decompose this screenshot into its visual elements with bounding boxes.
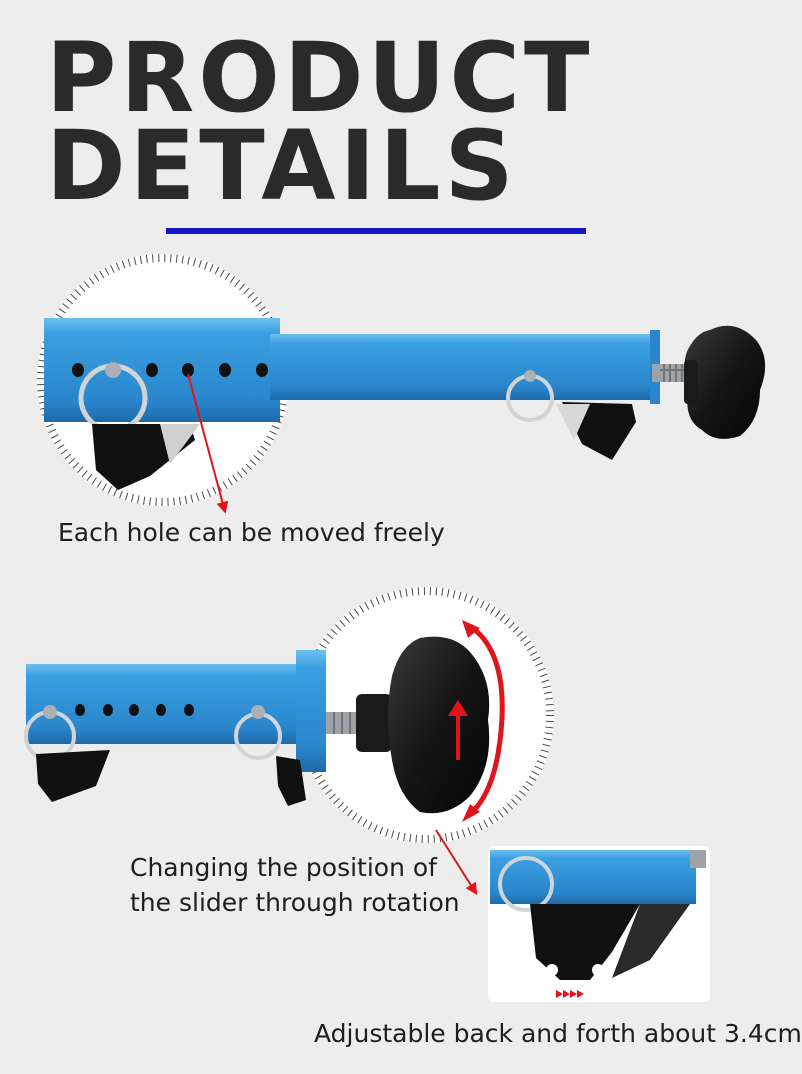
caption-rotation-line-2: the slider through rotation xyxy=(130,888,460,917)
knob-1 xyxy=(652,325,766,439)
inset-photo xyxy=(488,846,710,1002)
arrow-rotation xyxy=(435,829,478,896)
title-underline xyxy=(166,228,586,234)
page-title-line-2: DETAILS xyxy=(46,110,518,222)
caption-adjust: Adjustable back and forth about 3.4cm xyxy=(314,1019,802,1048)
caption-holes: Each hole can be moved freely xyxy=(58,518,445,547)
rail-2-holes xyxy=(75,704,194,716)
rotate-arrow-icon xyxy=(448,620,505,822)
arrow-hole xyxy=(187,373,229,514)
chevron-right-icon xyxy=(556,990,584,998)
caption-rotation: Changing the position of the slider thro… xyxy=(130,850,460,920)
caption-rotation-line-1: Changing the position of xyxy=(130,853,437,882)
pin-ring-2 xyxy=(24,705,282,762)
page-title-line-1: PRODUCT xyxy=(46,22,594,134)
clamp-bracket-2 xyxy=(36,750,306,806)
pin-ring-1 xyxy=(78,362,554,433)
rail-1 xyxy=(44,318,660,422)
knob-2 xyxy=(326,636,490,814)
clamp-bracket-1 xyxy=(92,402,636,490)
